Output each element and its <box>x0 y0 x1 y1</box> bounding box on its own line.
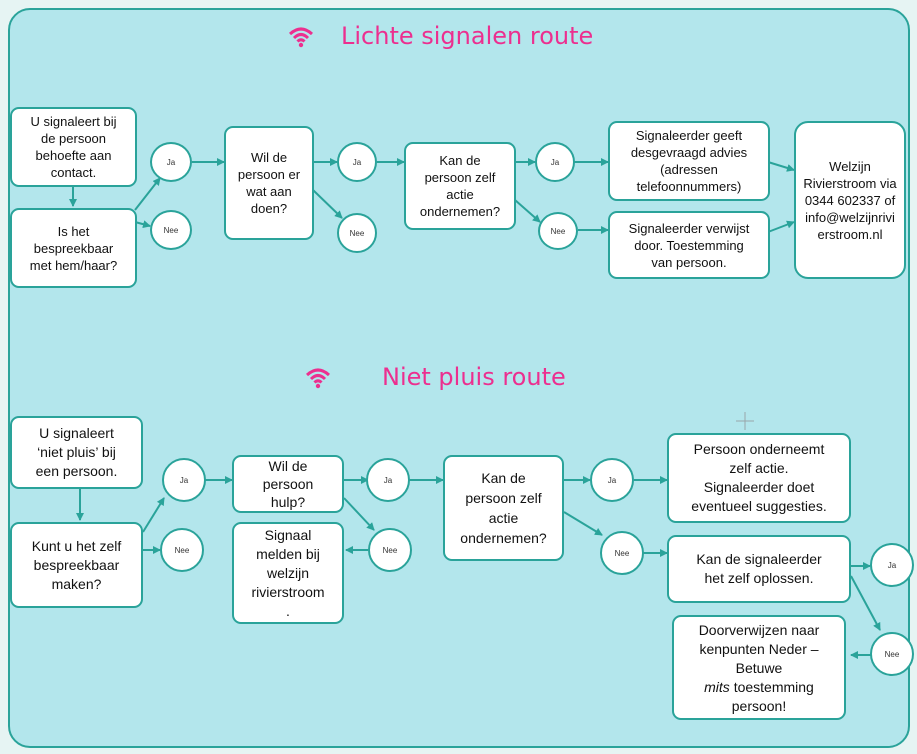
route1-advies-box: Signaleerder geeft desgevraagd advies (a… <box>608 121 770 201</box>
toestemming-text: toestemming persoon! <box>731 679 814 714</box>
route2-ja-3: Ja <box>590 458 634 502</box>
wifi-icon <box>305 368 331 389</box>
route2-ja-4: Ja <box>870 543 914 587</box>
arrow <box>563 511 603 536</box>
arrow <box>514 199 541 223</box>
route1-welzijn-box: Welzijn Rivierstroom via 0344 602337 of … <box>794 121 906 279</box>
route2-nee-3: Nee <box>600 531 644 575</box>
route1-nee-1: Nee <box>150 210 192 250</box>
route2-signal-box: U signaleert ‘niet pluis’ bij een persoo… <box>10 416 143 489</box>
arrow <box>134 220 151 229</box>
route2-ja-2: Ja <box>366 458 410 502</box>
route2-kan-box: Kan de persoon zelf actie ondernemen? <box>443 455 564 561</box>
doorverwijzen-text: Doorverwijzen naar kenpunten Neder – Bet… <box>698 622 820 676</box>
wifi-icon <box>288 27 314 48</box>
arrow <box>312 189 343 219</box>
route1-wil-box: Wil de persoon er wat aan doen? <box>224 126 314 240</box>
route1-verwijst-box: Signaleerder verwijst door. Toestemming … <box>608 211 770 279</box>
route2-melden-box: Signaal melden bij welzijn rivierstroom … <box>232 522 344 624</box>
route1-signal-box: U signaleert bij de persoon behoefte aan… <box>10 107 137 187</box>
route2-onderneemt-box: Persoon onderneemt zelf actie. Signaleer… <box>667 433 851 523</box>
arrow <box>343 497 375 531</box>
arrow <box>134 177 161 211</box>
route1-kan-box: Kan de persoon zelf actie ondernemen? <box>404 142 516 230</box>
route1-nee-2: Nee <box>337 213 377 253</box>
route1-bespreekbaar-box: Is het bespreekbaar met hem/haar? <box>10 208 137 288</box>
arrow <box>767 161 795 172</box>
route2-ja-1: Ja <box>162 458 206 502</box>
arrow <box>850 575 881 631</box>
route2-nee-1: Nee <box>160 528 204 572</box>
route1-ja-2: Ja <box>337 142 377 182</box>
route2-nee-2: Nee <box>368 528 412 572</box>
route2-title: Niet pluis route <box>382 363 566 391</box>
mits-text: mits <box>704 679 730 695</box>
route1-ja-1: Ja <box>150 142 192 182</box>
route2-wil-box: Wil de persoon hulp? <box>232 455 344 513</box>
arrow <box>142 497 165 533</box>
route2-zelf-box: Kunt u het zelf bespreekbaar maken? <box>10 522 143 608</box>
route1-ja-3: Ja <box>535 142 575 182</box>
route2-nee-4: Nee <box>870 632 914 676</box>
route1-nee-3: Nee <box>538 212 578 250</box>
route1-title: Lichte signalen route <box>341 22 594 50</box>
cursor-icon <box>736 412 754 430</box>
arrow <box>767 220 795 233</box>
route2-doorverwijzen-box: Doorverwijzen naar kenpunten Neder – Bet… <box>672 615 846 720</box>
route2-oplossen-box: Kan de signaleerder het zelf oplossen. <box>667 535 851 603</box>
